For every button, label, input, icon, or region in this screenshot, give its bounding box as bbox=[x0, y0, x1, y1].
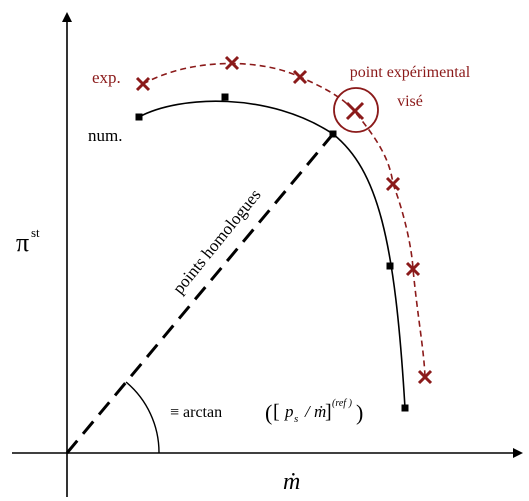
angle-bracket-open: [ bbox=[273, 401, 280, 423]
target-circle bbox=[333, 87, 379, 133]
x-axis-label: ṁ bbox=[283, 469, 300, 495]
numerical-point bbox=[135, 113, 143, 121]
angle-formula: ≡ arctan ( [ p s / ṁ ] (ref ) ) bbox=[170, 398, 363, 425]
angle-arc bbox=[125, 381, 160, 454]
experimental-point bbox=[385, 176, 401, 192]
angle-paren-open: ( bbox=[265, 400, 272, 425]
experimental-point bbox=[135, 76, 151, 92]
angle-p: p bbox=[284, 402, 294, 421]
target-label-line1: point expérimental bbox=[350, 64, 471, 81]
angle-slash: / bbox=[304, 402, 312, 421]
homologous-line bbox=[65, 133, 335, 454]
numerical-curve bbox=[138, 100, 406, 409]
angle-sup: (ref ) bbox=[332, 398, 353, 409]
angle-prefix: ≡ arctan bbox=[170, 404, 222, 421]
y-axis-label: π bbox=[16, 228, 29, 257]
angle-sub-s: s bbox=[294, 413, 298, 425]
numerical-point bbox=[221, 93, 229, 101]
experimental-point bbox=[405, 261, 421, 277]
numerical-point bbox=[386, 262, 394, 270]
y-axis-label-sup: st bbox=[31, 225, 40, 240]
experimental-point bbox=[224, 55, 240, 71]
angle-bracket-close: ] bbox=[325, 401, 332, 423]
experimental-point-target bbox=[345, 101, 365, 121]
angle-mdot: ṁ bbox=[314, 402, 326, 421]
angle-paren-close: ) bbox=[356, 400, 363, 425]
exp-label: exp. bbox=[92, 68, 121, 87]
homologous-label: points homologues bbox=[169, 185, 265, 297]
numerical-point bbox=[329, 130, 337, 138]
experimental-curve bbox=[142, 62, 426, 378]
experimental-point bbox=[292, 69, 308, 85]
numerical-point bbox=[401, 404, 409, 412]
num-label: num. bbox=[88, 126, 122, 145]
experimental-point bbox=[417, 369, 433, 385]
target-label-line2: visé bbox=[397, 93, 423, 110]
